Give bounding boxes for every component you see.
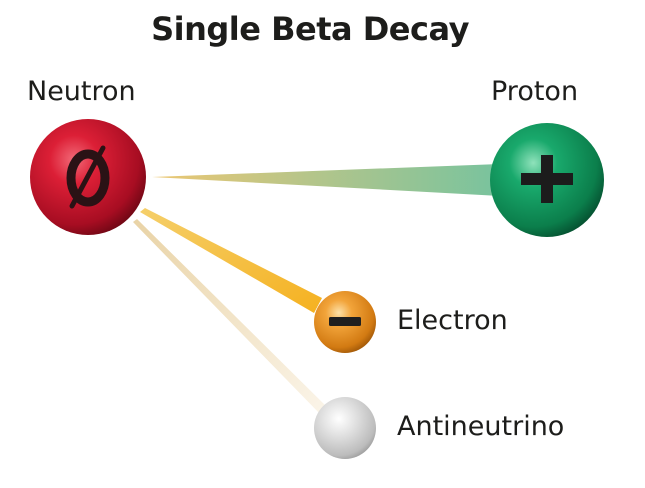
antineutrino-label: Antineutrino	[397, 411, 565, 442]
beam-neutron-to-antineutrino	[133, 219, 330, 416]
neutral-symbol-icon	[66, 145, 110, 209]
proton-particle	[490, 123, 604, 237]
diagram-title: Single Beta Decay	[151, 10, 469, 48]
electron-label: Electron	[397, 305, 508, 336]
antineutrino-particle	[314, 397, 376, 459]
minus-symbol-icon	[329, 317, 361, 326]
plus-symbol-icon	[521, 155, 573, 203]
beam-neutron-to-electron	[140, 208, 322, 313]
electron-particle	[314, 291, 376, 353]
neutron-label: Neutron	[27, 76, 136, 107]
proton-label: Proton	[491, 76, 579, 107]
beam-neutron-to-proton	[152, 164, 500, 196]
neutron-particle	[30, 119, 146, 235]
